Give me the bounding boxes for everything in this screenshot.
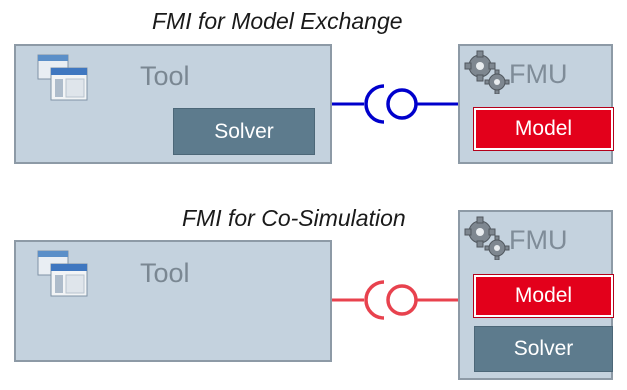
tool-label: Tool xyxy=(140,61,190,91)
co-simulation-connector xyxy=(332,280,458,320)
model-block: Model xyxy=(473,274,614,318)
model-exchange-title: FMI for Model Exchange xyxy=(152,8,403,34)
ball-circle xyxy=(386,88,418,120)
model-exchange-tool-box: Tool Solver xyxy=(14,44,332,164)
model-exchange-fmu-box: FMU Model xyxy=(458,44,614,164)
model-block: Model xyxy=(473,107,614,151)
co-simulation-fmu-box: FMU Model Solver xyxy=(458,210,614,380)
tool-label: Tool xyxy=(140,258,190,288)
co-simulation-title: FMI for Co-Simulation xyxy=(182,205,406,231)
application-window-icon xyxy=(37,54,88,101)
ball-circle xyxy=(386,284,418,316)
socket-arc xyxy=(364,84,385,124)
socket-arc xyxy=(364,280,385,320)
model-exchange-connector xyxy=(332,84,458,124)
gears-icon xyxy=(464,216,510,260)
gears-icon xyxy=(464,50,510,94)
fmu-label: FMU xyxy=(509,59,568,89)
application-window-icon xyxy=(37,250,88,297)
fmu-label: FMU xyxy=(509,225,568,255)
co-simulation-tool-box: Tool xyxy=(14,240,332,362)
solver-block: Solver xyxy=(173,108,315,155)
solver-block: Solver xyxy=(474,326,613,372)
